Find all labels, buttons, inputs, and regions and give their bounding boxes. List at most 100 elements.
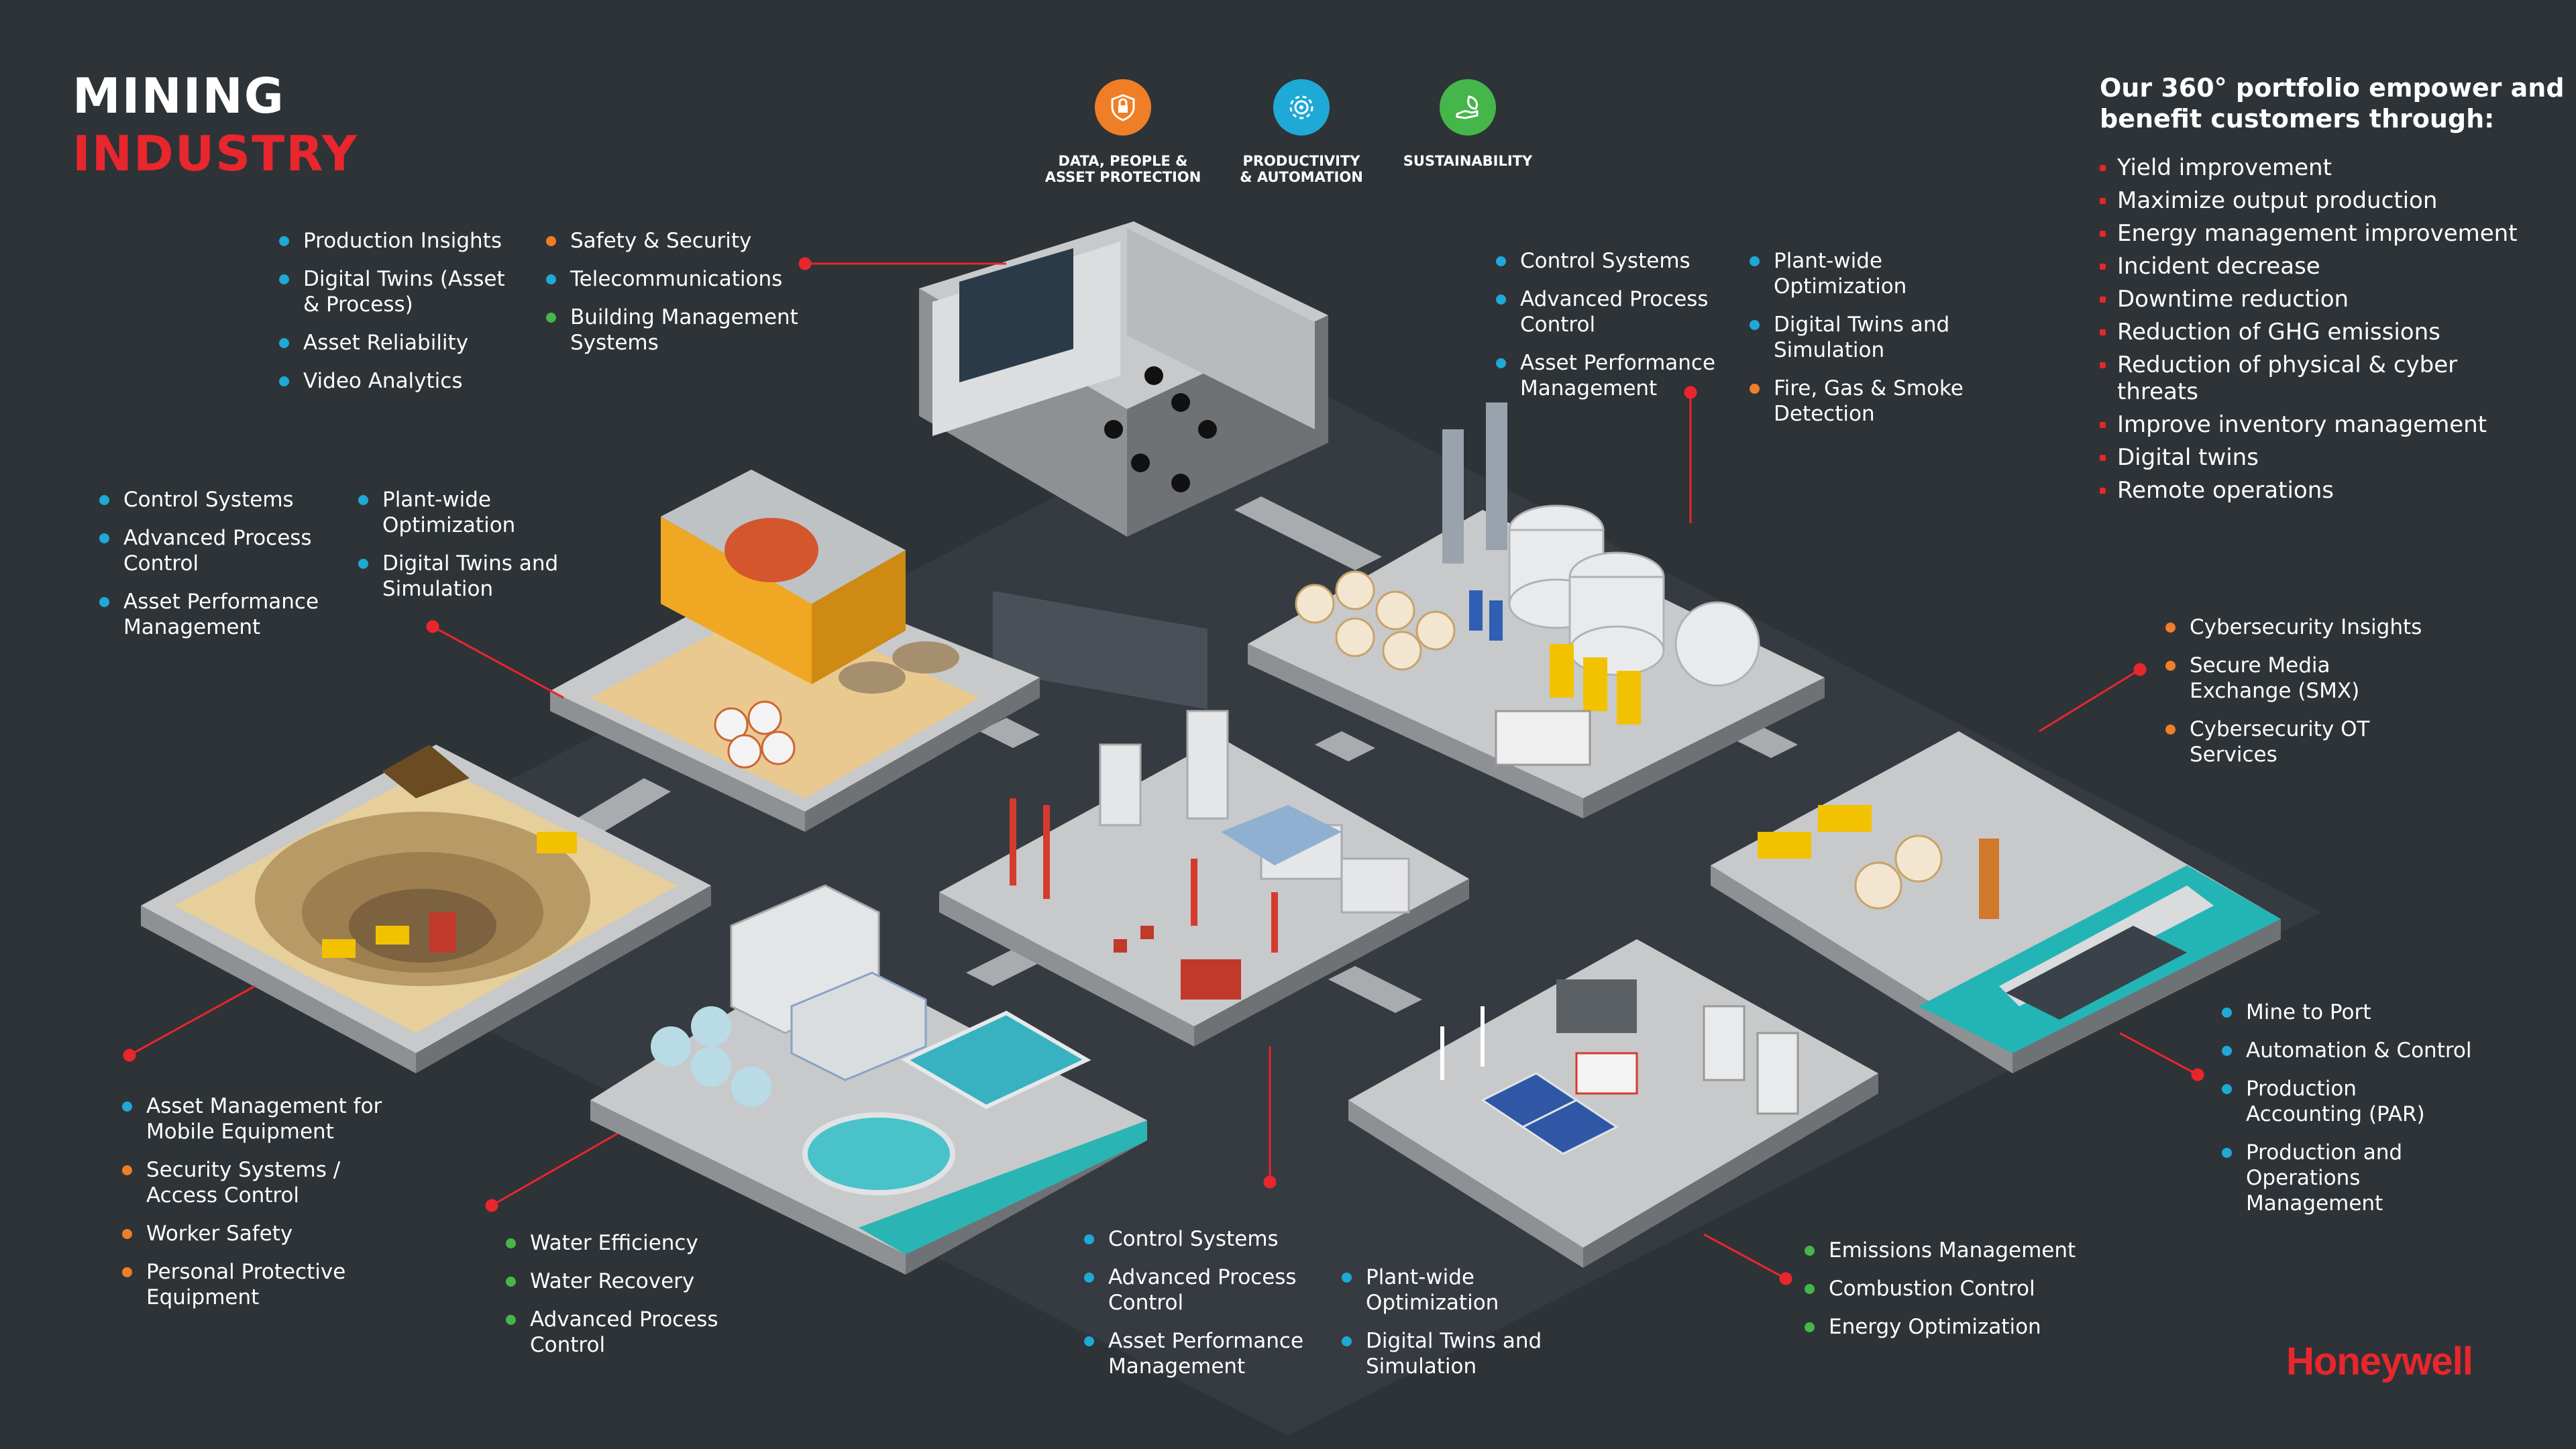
benefit-text: Remote operations — [2117, 477, 2334, 504]
feature-text: Mine to Port — [2246, 1000, 2371, 1024]
feature-item: Digital Twins and Simulation — [1750, 312, 1991, 363]
bullet-dot-icon — [1750, 384, 1760, 394]
bullet-dot-icon — [99, 533, 109, 543]
feature-text: Automation & Control — [2246, 1038, 2472, 1063]
feature-item: Fire, Gas & Smoke Detection — [1750, 376, 1991, 427]
bullet-icon — [2100, 198, 2106, 204]
benefit-item: Remote operations — [2100, 477, 2569, 504]
bullet-icon — [2100, 165, 2106, 171]
feature-text: Control Systems — [1108, 1227, 1279, 1251]
feature-item: Personal Protective Equipment — [122, 1259, 404, 1310]
feature-item: Advanced Process Control — [99, 525, 354, 576]
bullet-dot-icon — [506, 1277, 516, 1287]
water-platform — [590, 884, 1147, 1275]
feature-text: Asset Reliability — [303, 331, 469, 355]
bullet-dot-icon — [2222, 1148, 2232, 1158]
benefit-text: Improve inventory management — [2117, 411, 2487, 438]
feature-text: Production and Operations Management — [2246, 1140, 2403, 1216]
feature-text: Control Systems — [123, 488, 294, 512]
feature-text: Production Insights — [303, 229, 502, 253]
benefit-text: Reduction of GHG emissions — [2117, 319, 2440, 345]
feature-text: Worker Safety — [146, 1222, 293, 1246]
bullet-icon — [2100, 264, 2106, 270]
feature-text: Digital Twins (Asset & Process) — [303, 267, 505, 317]
bullet-dot-icon — [1084, 1234, 1094, 1244]
feature-item: Asset Performance Management — [1084, 1328, 1339, 1379]
feature-item: Mine to Port — [2222, 1000, 2510, 1025]
feature-item: Digital Twins and Simulation — [358, 551, 600, 602]
bullet-dot-icon — [1750, 256, 1760, 266]
benefit-text: Digital twins — [2117, 444, 2259, 471]
benefit-text: Reduction of physical & cyber threats — [2117, 352, 2458, 405]
feature-item: Production Insights — [279, 228, 534, 254]
bullet-icon — [2100, 488, 2106, 494]
feature-text: Digital Twins and Simulation — [382, 551, 559, 601]
benefit-text: Incident decrease — [2117, 253, 2320, 280]
feature-text: Fire, Gas & Smoke Detection — [1774, 376, 1964, 426]
feature-item: Digital Twins (Asset & Process) — [279, 266, 534, 317]
feature-text: Secure Media Exchange (SMX) — [2190, 653, 2360, 703]
title-line-2: INDUSTRY — [72, 125, 358, 182]
gear-network-icon — [1273, 79, 1330, 136]
category-sustainability: SUSTAINABILITY — [1374, 79, 1562, 169]
feature-item: Control Systems — [1496, 248, 1751, 274]
benefit-text: Downtime reduction — [2117, 286, 2349, 313]
feature-text: Asset Performance Management — [1108, 1329, 1304, 1379]
bullet-dot-icon — [546, 236, 556, 246]
bullet-icon — [2100, 422, 2106, 428]
feature-item: Cybersecurity Insights — [2165, 614, 2447, 640]
energy-platform — [1348, 939, 1878, 1268]
bullet-dot-icon — [2165, 661, 2176, 671]
feature-item: Emissions Management — [1805, 1238, 2100, 1263]
feature-item: Control Systems — [99, 487, 354, 513]
feature-item: Energy Optimization — [1805, 1314, 2100, 1340]
feature-text: Telecommunications — [570, 267, 783, 291]
feature-text: Production Accounting (PAR) — [2246, 1077, 2425, 1126]
benefit-item: Improve inventory management — [2100, 411, 2569, 438]
feature-item: Building Management Systems — [546, 305, 814, 356]
feature-text: Energy Optimization — [1829, 1315, 2041, 1339]
feature-text: Cybersecurity Insights — [2190, 615, 2422, 639]
benefits-panel: Our 360° portfolio empower and benefit c… — [2100, 72, 2569, 510]
feature-item: Production and Operations Management — [2222, 1140, 2510, 1216]
feature-text: Plant-wide Optimization — [382, 488, 516, 537]
feature-text: Cybersecurity OT Services — [2190, 717, 2370, 767]
feature-text: Plant-wide Optimization — [1774, 249, 1907, 299]
bullet-dot-icon — [122, 1229, 132, 1239]
feature-text: Plant-wide Optimization — [1366, 1265, 1499, 1315]
bullet-dot-icon — [1342, 1336, 1352, 1346]
bullet-dot-icon — [2165, 623, 2176, 633]
leaf-hand-icon — [1440, 79, 1496, 136]
benefit-item: Digital twins — [2100, 444, 2569, 471]
port-platform — [1711, 731, 2281, 1073]
shield-lock-icon — [1095, 79, 1151, 136]
mill-platform — [550, 470, 1040, 832]
feature-item: Asset Reliability — [279, 330, 534, 356]
feature-text: Advanced Process Control — [530, 1307, 718, 1357]
bullet-dot-icon — [1496, 256, 1506, 266]
feature-text: Security Systems / Access Control — [146, 1158, 341, 1208]
bullet-dot-icon — [2165, 724, 2176, 735]
feature-text: Control Systems — [1520, 249, 1690, 273]
feature-item: Security Systems / Access Control — [122, 1157, 404, 1208]
benefit-item: Energy management improvement — [2100, 220, 2569, 247]
benefit-item: Reduction of GHG emissions — [2100, 319, 2569, 345]
feature-text: Video Analytics — [303, 369, 463, 393]
bullet-dot-icon — [1084, 1336, 1094, 1346]
feature-item: Combustion Control — [1805, 1276, 2100, 1301]
feature-item: Video Analytics — [279, 368, 534, 394]
category-label: DATA, PEOPLE & ASSET PROTECTION — [1044, 153, 1201, 185]
feature-text: Asset Performance Management — [123, 590, 319, 639]
feature-text: Water Efficiency — [530, 1231, 698, 1255]
plant-platform — [939, 710, 1469, 1046]
